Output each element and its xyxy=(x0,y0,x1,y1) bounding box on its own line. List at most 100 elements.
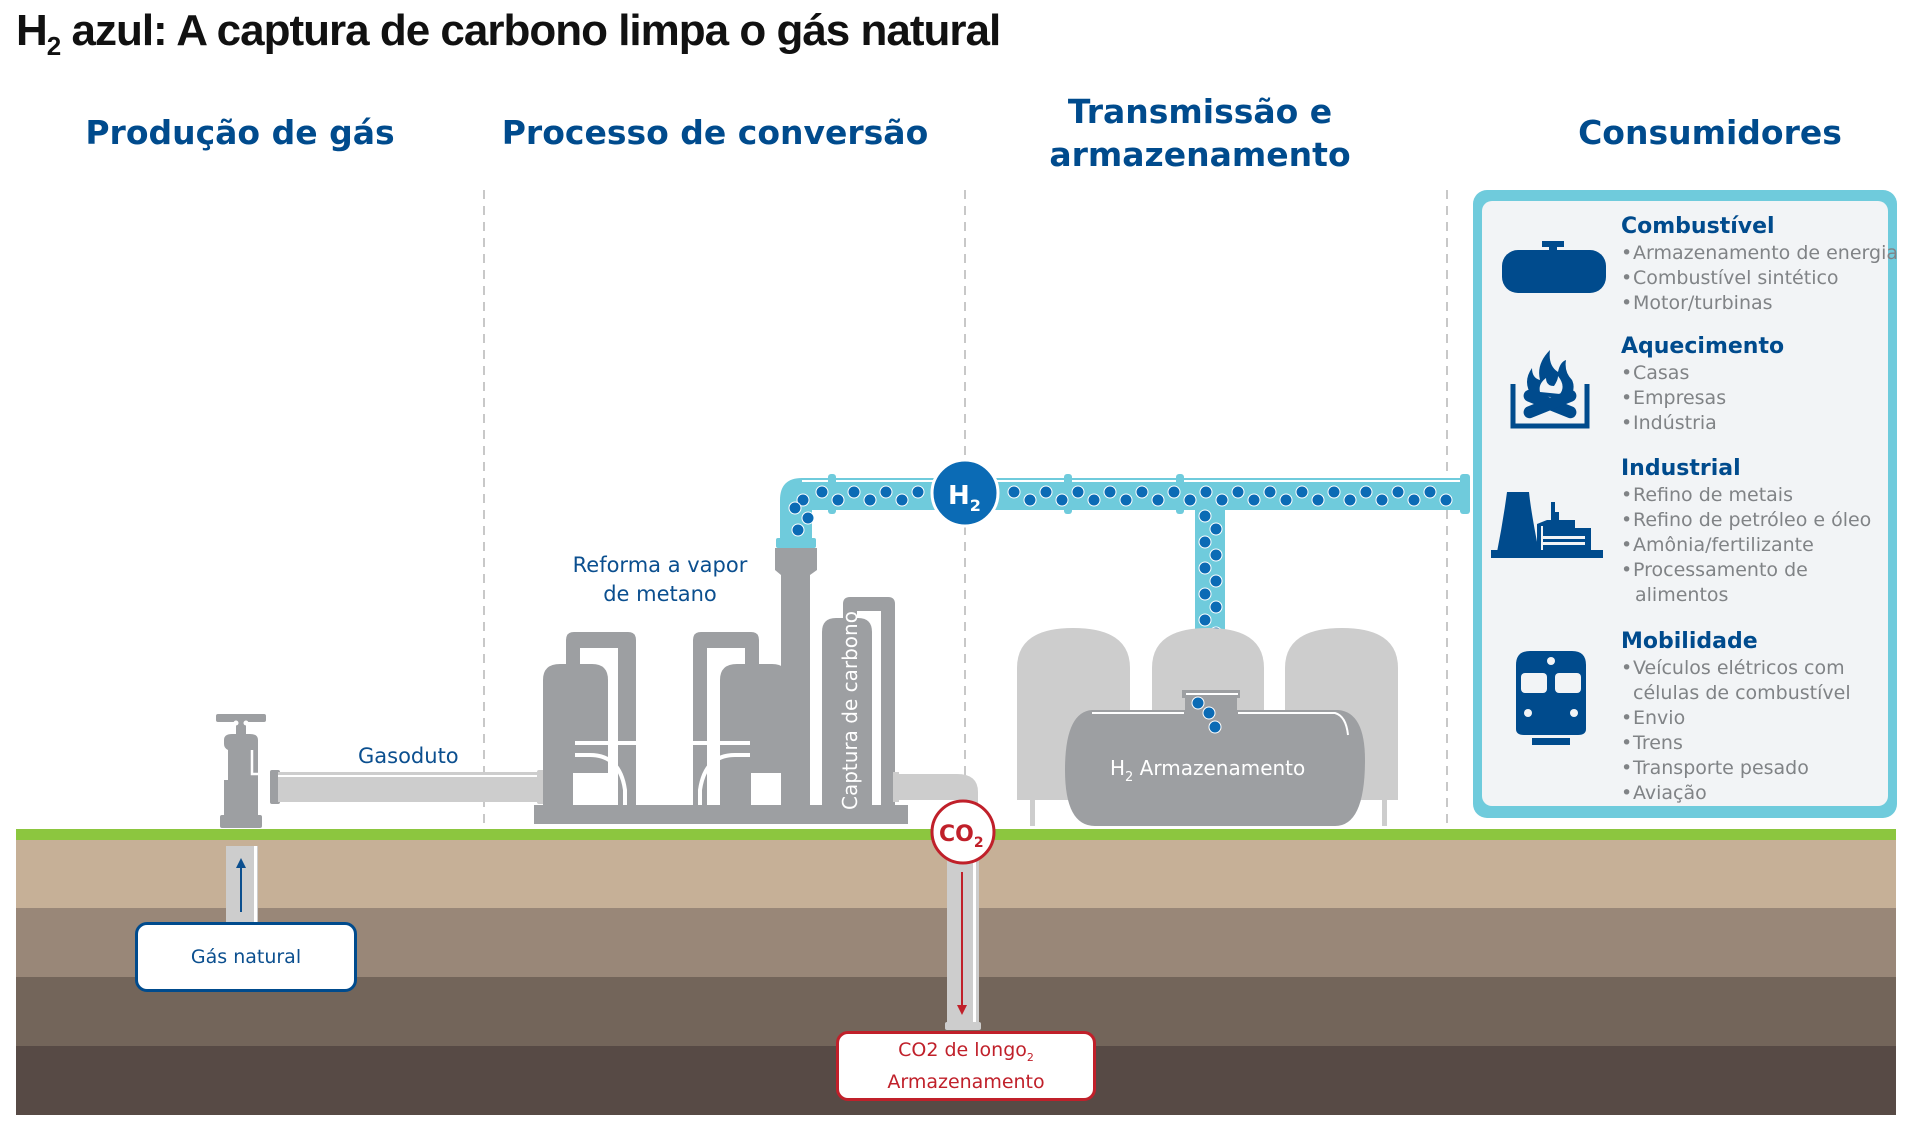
h2-molecule xyxy=(801,511,815,525)
list-item: •Armazenamento de energia xyxy=(1621,242,1898,264)
list-item: •Veículos elétricos com xyxy=(1621,657,1845,679)
category-title: Aquecimento xyxy=(1621,334,1785,359)
h2-molecule xyxy=(863,493,877,507)
h2-molecule xyxy=(1407,493,1421,507)
h2-molecule xyxy=(1198,587,1212,601)
svg-text:H2: H2 xyxy=(948,481,981,515)
consumer-category-combustivel: Combustível •Armazenamento de energia •C… xyxy=(1621,213,1898,316)
h2-molecule xyxy=(1167,485,1181,499)
category-title: Combustível xyxy=(1621,214,1775,239)
carbon-capture-label: Captura de carbono xyxy=(838,611,862,810)
h2-molecule xyxy=(1202,706,1216,720)
h2-molecule xyxy=(879,485,893,499)
fire-icon xyxy=(1510,346,1590,436)
h2-molecule xyxy=(1198,613,1212,627)
consumer-category-industrial: Industrial •Refino de metais •Refino de … xyxy=(1621,455,1871,608)
h2-molecule xyxy=(1198,561,1212,575)
h2-molecule xyxy=(1215,493,1229,507)
consumers-panel-inner: Combustível •Armazenamento de energia •C… xyxy=(1482,201,1898,806)
gasoduto-pipe xyxy=(278,770,545,804)
h2-molecule xyxy=(1151,493,1165,507)
section-dividers xyxy=(483,190,1448,826)
fuel-tank-icon xyxy=(1502,241,1606,298)
h2-molecule xyxy=(1279,493,1293,507)
list-item: •Combustível sintético xyxy=(1621,267,1839,289)
h2-molecule xyxy=(1359,485,1373,499)
h2-molecule xyxy=(1199,485,1213,499)
natural-gas-box: Gás natural xyxy=(135,922,357,992)
h2-molecule xyxy=(1198,509,1212,523)
reforma-label-line2: de metano xyxy=(603,582,717,606)
h2-molecule xyxy=(1209,600,1223,614)
h2-storage-label: H2 Armazenamento xyxy=(1110,756,1305,785)
h2-molecule xyxy=(1311,493,1325,507)
h2-molecule xyxy=(1209,522,1223,536)
h2-molecules-drop xyxy=(1191,696,1222,734)
conversion-plant xyxy=(534,548,978,824)
co2-badge: CO2 xyxy=(930,799,996,865)
list-item: •Amônia/fertilizante xyxy=(1621,534,1814,556)
gas-well-pipe xyxy=(226,846,258,922)
factory-icon xyxy=(1491,492,1603,563)
arrow-up-icon xyxy=(236,858,246,868)
category-title: Mobilidade xyxy=(1621,629,1758,654)
h2-molecule xyxy=(1007,485,1021,499)
h2-molecule xyxy=(1103,485,1117,499)
gasoduto-label: Gasoduto xyxy=(358,744,459,768)
category-title: Industrial xyxy=(1621,456,1741,481)
h2-molecule xyxy=(1423,485,1437,499)
co2-storage-label-line1: CO2 de longo2 xyxy=(898,1039,1034,1064)
co2-storage-box: CO2 de longo2 Armazenamento xyxy=(836,1031,1096,1101)
h2-molecule xyxy=(1327,485,1341,499)
list-item-continuation: alimentos xyxy=(1635,584,1729,606)
list-item: •Processamento de xyxy=(1621,559,1808,581)
h2-molecule xyxy=(847,485,861,499)
list-item: •Aviação xyxy=(1621,782,1707,804)
consumers-panel: Combustível •Armazenamento de energia •C… xyxy=(1473,190,1898,818)
h2-molecule xyxy=(791,523,805,537)
co2-injection-pipe xyxy=(945,858,981,1030)
arrow-down-icon xyxy=(957,1005,967,1015)
consumer-category-mobilidade: Mobilidade •Veículos elétricos com célul… xyxy=(1621,628,1851,806)
h2-molecule xyxy=(895,493,909,507)
list-item: •Envio xyxy=(1621,707,1686,729)
h2-molecule xyxy=(1135,485,1149,499)
section-heading-producao: Produção de gás xyxy=(85,113,395,152)
h2-molecule xyxy=(1343,493,1357,507)
h2-molecule xyxy=(1039,485,1053,499)
consumer-category-aquecimento: Aquecimento •Casas •Empresas •Indústria xyxy=(1621,333,1784,436)
h2-molecule xyxy=(1247,493,1261,507)
h2-badge: H2 xyxy=(930,458,1000,528)
h2-molecule xyxy=(796,493,810,507)
list-item: •Refino de metais xyxy=(1621,484,1793,506)
h2-molecule xyxy=(1375,493,1389,507)
list-item: •Motor/turbinas xyxy=(1621,292,1773,314)
h2-molecule xyxy=(1439,493,1453,507)
h2-molecule xyxy=(1087,493,1101,507)
h2-molecule xyxy=(1055,493,1069,507)
h2-molecule xyxy=(1231,485,1245,499)
train-icon xyxy=(1516,651,1586,751)
page-title: H2 azul: A captura de carbono limpa o gá… xyxy=(16,6,1001,61)
h2-storage-tank xyxy=(1065,690,1365,826)
h2-molecule xyxy=(1198,535,1212,549)
h2-molecule xyxy=(1263,485,1277,499)
h2-molecule xyxy=(1023,493,1037,507)
list-item: •Indústria xyxy=(1621,412,1717,434)
h2-molecule xyxy=(1071,485,1085,499)
h2-molecule xyxy=(831,493,845,507)
h2-molecule xyxy=(1183,493,1197,507)
reforma-label-line1: Reforma a vapor xyxy=(573,553,748,577)
list-item: •Casas xyxy=(1621,362,1690,384)
h2-molecule xyxy=(1191,696,1205,710)
section-heading-consumidores: Consumidores xyxy=(1578,113,1842,152)
h2-molecule xyxy=(1209,574,1223,588)
h2-molecule xyxy=(788,501,802,515)
list-item: •Transporte pesado xyxy=(1621,757,1809,779)
h2-molecule xyxy=(1209,548,1223,562)
h2-molecule xyxy=(1295,485,1309,499)
section-heading-conversao: Processo de conversão xyxy=(501,113,929,152)
h2-molecule xyxy=(1119,493,1133,507)
h2-molecule xyxy=(815,485,829,499)
